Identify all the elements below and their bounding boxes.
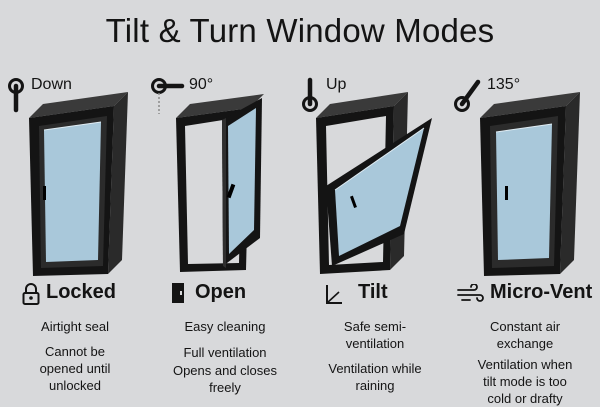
wind-icon [457, 284, 484, 302]
mode-benefit: Full ventilation [183, 345, 267, 360]
mode-benefit: Ventilation when tilt mode is too cold o… [477, 357, 573, 406]
mode-benefit: Ventilation while raining [328, 361, 422, 393]
handle-position-label: Up [326, 76, 347, 93]
mode-column-open: 90° Open Easy cleaning Full ventilation … [150, 70, 300, 407]
mode-heading: Micro-Vent [450, 280, 600, 310]
mode-name: Locked [46, 281, 117, 303]
mode-name: Open [195, 281, 247, 303]
mode-heading: Open [150, 280, 300, 310]
mode-benefit: Easy cleaning [184, 319, 266, 334]
handle-position-label: 90° [189, 76, 214, 93]
mode-column-tilt: Up Tilt Safe semi- ventilation Ventilati… [300, 70, 450, 407]
mode-heading: Locked [0, 280, 150, 310]
tilt-angle-icon [326, 285, 342, 304]
handle-horizontal-icon [151, 78, 185, 114]
mode-benefit: Constant air exchange [489, 319, 561, 351]
mode-benefit: Safe semi- ventilation [343, 319, 407, 351]
handle-up-icon [302, 77, 318, 112]
lock-icon [22, 283, 40, 305]
closed-window-illustration [8, 78, 128, 276]
handle-down-icon [8, 78, 24, 113]
open-window-illustration [151, 78, 264, 272]
mode-heading: Tilt [300, 280, 450, 310]
mode-benefit: Cannot be opened until unlocked [39, 344, 111, 393]
mode-column-locked: Down Locked Airtight seal Cannot be open… [0, 70, 150, 407]
door-icon [172, 283, 184, 303]
mode-name: Tilt [358, 281, 388, 303]
mode-name: Micro-Vent [490, 281, 593, 303]
micro-vent-window-illustration [454, 79, 580, 276]
mode-benefit: Opens and closes freely [172, 363, 278, 395]
tilted-window-illustration [302, 77, 432, 274]
handle-diagonal-icon [454, 79, 481, 112]
page-title: Tilt & Turn Window Modes [105, 12, 495, 49]
handle-position-label: Down [31, 76, 72, 93]
mode-column-micro-vent: 135° Micro-Vent Constant air exchange Ve… [450, 70, 600, 407]
handle-position-label: 135° [487, 76, 521, 93]
mode-benefit: Airtight seal [41, 319, 109, 334]
